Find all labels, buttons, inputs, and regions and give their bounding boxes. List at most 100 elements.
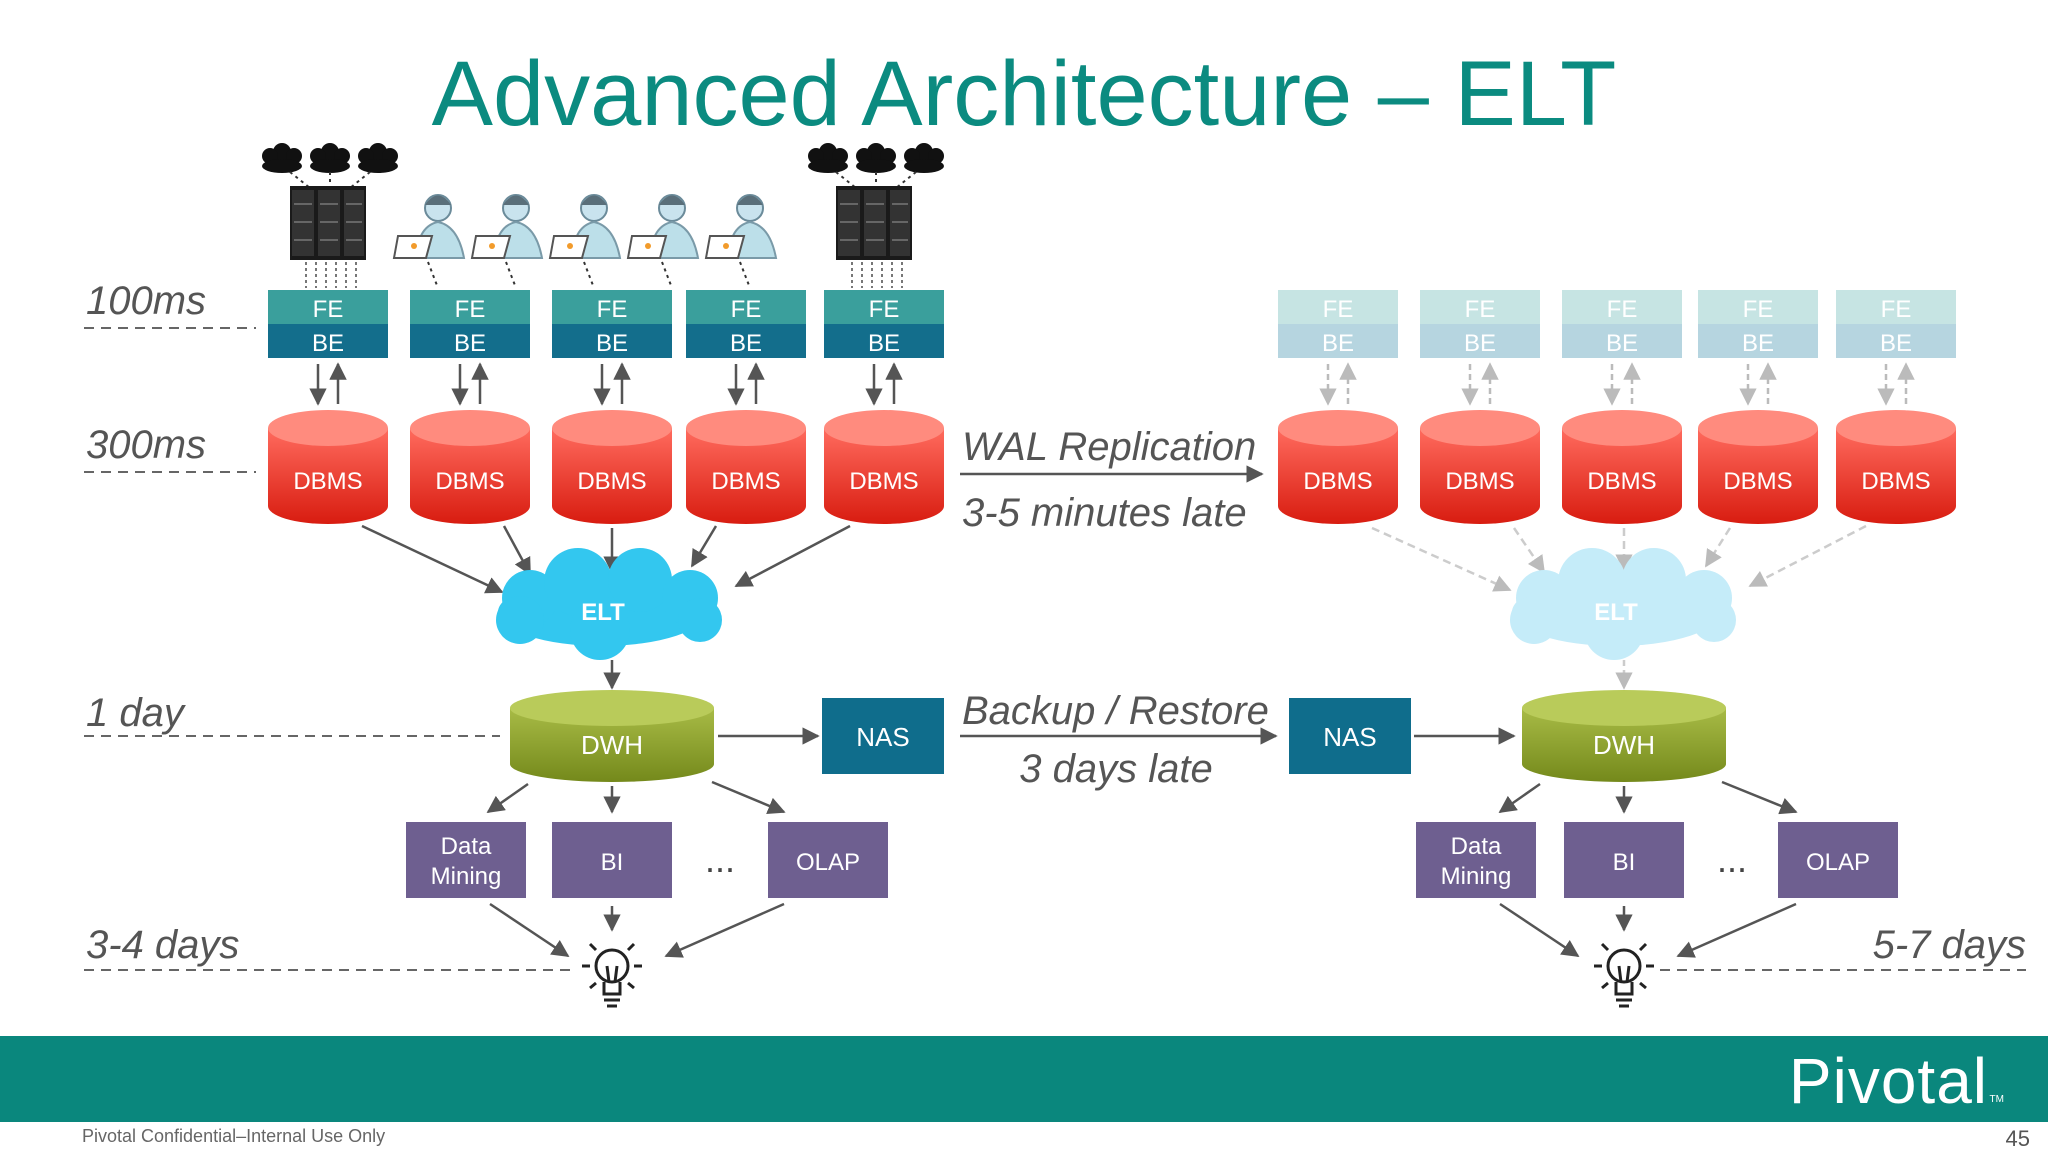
dbms-cylinder: DBMS [686, 410, 806, 524]
dbms-cylinder-replica: DBMS [1698, 410, 1818, 524]
brand-trademark: TM [1989, 1094, 2004, 1105]
dwh-label: DWH [581, 730, 643, 760]
crowd-icon [904, 143, 944, 173]
dbms-label: DBMS [1861, 468, 1930, 495]
consumers-left: Data Mining BI ... OLAP [406, 822, 888, 898]
be-label: BE [1742, 330, 1774, 357]
crowd-icon [310, 143, 350, 173]
fe-label: FE [1323, 296, 1354, 323]
app-server-group-faded: FE BE [1278, 290, 1398, 358]
be-label: BE [1880, 330, 1912, 357]
be-label: BE [730, 330, 762, 357]
data-mining-line2-right: Mining [1441, 863, 1512, 890]
footer-bar [0, 1036, 2048, 1122]
app-server-group: FE BE [686, 290, 806, 358]
latency-3-4-days: 3-4 days [84, 923, 576, 971]
dbms-label: DBMS [1587, 468, 1656, 495]
replication-line1: WAL Replication [962, 425, 1256, 469]
backup-line2: 3 days late [1019, 747, 1212, 791]
laptop-user-icon [548, 194, 622, 289]
ellipsis-label-right: ... [1717, 839, 1747, 880]
crowd-icon [856, 143, 896, 173]
server-rack-icon [836, 186, 912, 260]
olap-label-right: OLAP [1806, 849, 1870, 876]
wal-replication: WAL Replication 3-5 minutes late [960, 425, 1264, 535]
nas-box-right: NAS [1289, 698, 1411, 774]
latency-label-300ms: 300ms [86, 423, 206, 467]
page-number: 45 [2005, 1126, 2030, 1151]
elt-cloud-faded: ELT [1510, 548, 1736, 660]
app-server-group: FE BE [268, 290, 388, 358]
lightbulb-icon [582, 942, 642, 1008]
dwh-cylinder: DWH [510, 690, 714, 782]
crowd-icon [262, 143, 302, 173]
bi-label: BI [601, 849, 624, 876]
app-server-group: FE BE [410, 290, 530, 358]
dbms-to-elt-arrows [361, 524, 851, 594]
elt-label-faded: ELT [1594, 599, 1638, 626]
crowd-icon [808, 143, 848, 173]
bi-box: BI [552, 822, 672, 898]
be-label: BE [1464, 330, 1496, 357]
lightbulb-icon-right [1594, 942, 1654, 1008]
app-server-group: FE BE [552, 290, 672, 358]
be-label: BE [596, 330, 628, 357]
app-server-group-faded: FE BE [1698, 290, 1818, 358]
data-mining-line1-right: Data [1451, 833, 1502, 860]
be-label: BE [454, 330, 486, 357]
app-server-group: FE BE [824, 290, 944, 358]
dbms-cylinder: DBMS [268, 410, 388, 524]
be-label: BE [1322, 330, 1354, 357]
nas-label-right: NAS [1323, 722, 1376, 752]
dbms-cylinder: DBMS [552, 410, 672, 524]
ellipsis-label: ... [705, 839, 735, 880]
backup-line1: Backup / Restore [962, 689, 1269, 733]
elt-cloud: ELT [496, 548, 722, 660]
page-title: Advanced Architecture – ELT [431, 43, 1617, 145]
elt-label: ELT [581, 599, 625, 626]
data-mining-line1: Data [441, 833, 492, 860]
latency-300ms: 300ms [84, 423, 256, 473]
fe-label: FE [1743, 296, 1774, 323]
dbms-label: DBMS [577, 468, 646, 495]
user-icons [262, 143, 944, 289]
brand-logo: Pivotal [1788, 1045, 1988, 1117]
nas-box: NAS [822, 698, 944, 774]
dbms-label: DBMS [435, 468, 504, 495]
be-label: BE [1606, 330, 1638, 357]
dbms-label: DBMS [1303, 468, 1372, 495]
dwh-label-right: DWH [1593, 730, 1655, 760]
fe-label: FE [731, 296, 762, 323]
olap-box-right: OLAP [1778, 822, 1898, 898]
fe-label: FE [455, 296, 486, 323]
dbms-label: DBMS [1445, 468, 1514, 495]
dbms-cylinder-replica: DBMS [1420, 410, 1540, 524]
dbms-label: DBMS [293, 468, 362, 495]
data-mining-box-right: Data Mining [1416, 822, 1536, 898]
fe-label: FE [1607, 296, 1638, 323]
fe-label: FE [869, 296, 900, 323]
dbms-cylinder: DBMS [824, 410, 944, 524]
latency-1-day: 1 day [84, 691, 500, 737]
server-rack-icon [290, 186, 366, 260]
be-label: BE [312, 330, 344, 357]
latency-100ms: 100ms [84, 279, 256, 329]
laptop-user-icon [704, 194, 778, 289]
dbms-cylinder-replica: DBMS [1836, 410, 1956, 524]
olap-label: OLAP [796, 849, 860, 876]
latency-label-5-7-days: 5-7 days [1873, 923, 2026, 967]
dbms-label: DBMS [1723, 468, 1792, 495]
consumers-right: Data Mining BI ... OLAP [1416, 822, 1898, 898]
latency-label-3-4-days: 3-4 days [86, 923, 239, 967]
be-label: BE [868, 330, 900, 357]
dbms-label: DBMS [849, 468, 918, 495]
laptop-user-icon [626, 194, 700, 289]
fe-label: FE [313, 296, 344, 323]
dbms-cylinder: DBMS [410, 410, 530, 524]
crowd-icon [358, 143, 398, 173]
laptop-user-icon [470, 194, 544, 289]
latency-label-1-day: 1 day [86, 691, 187, 735]
fe-label: FE [597, 296, 628, 323]
